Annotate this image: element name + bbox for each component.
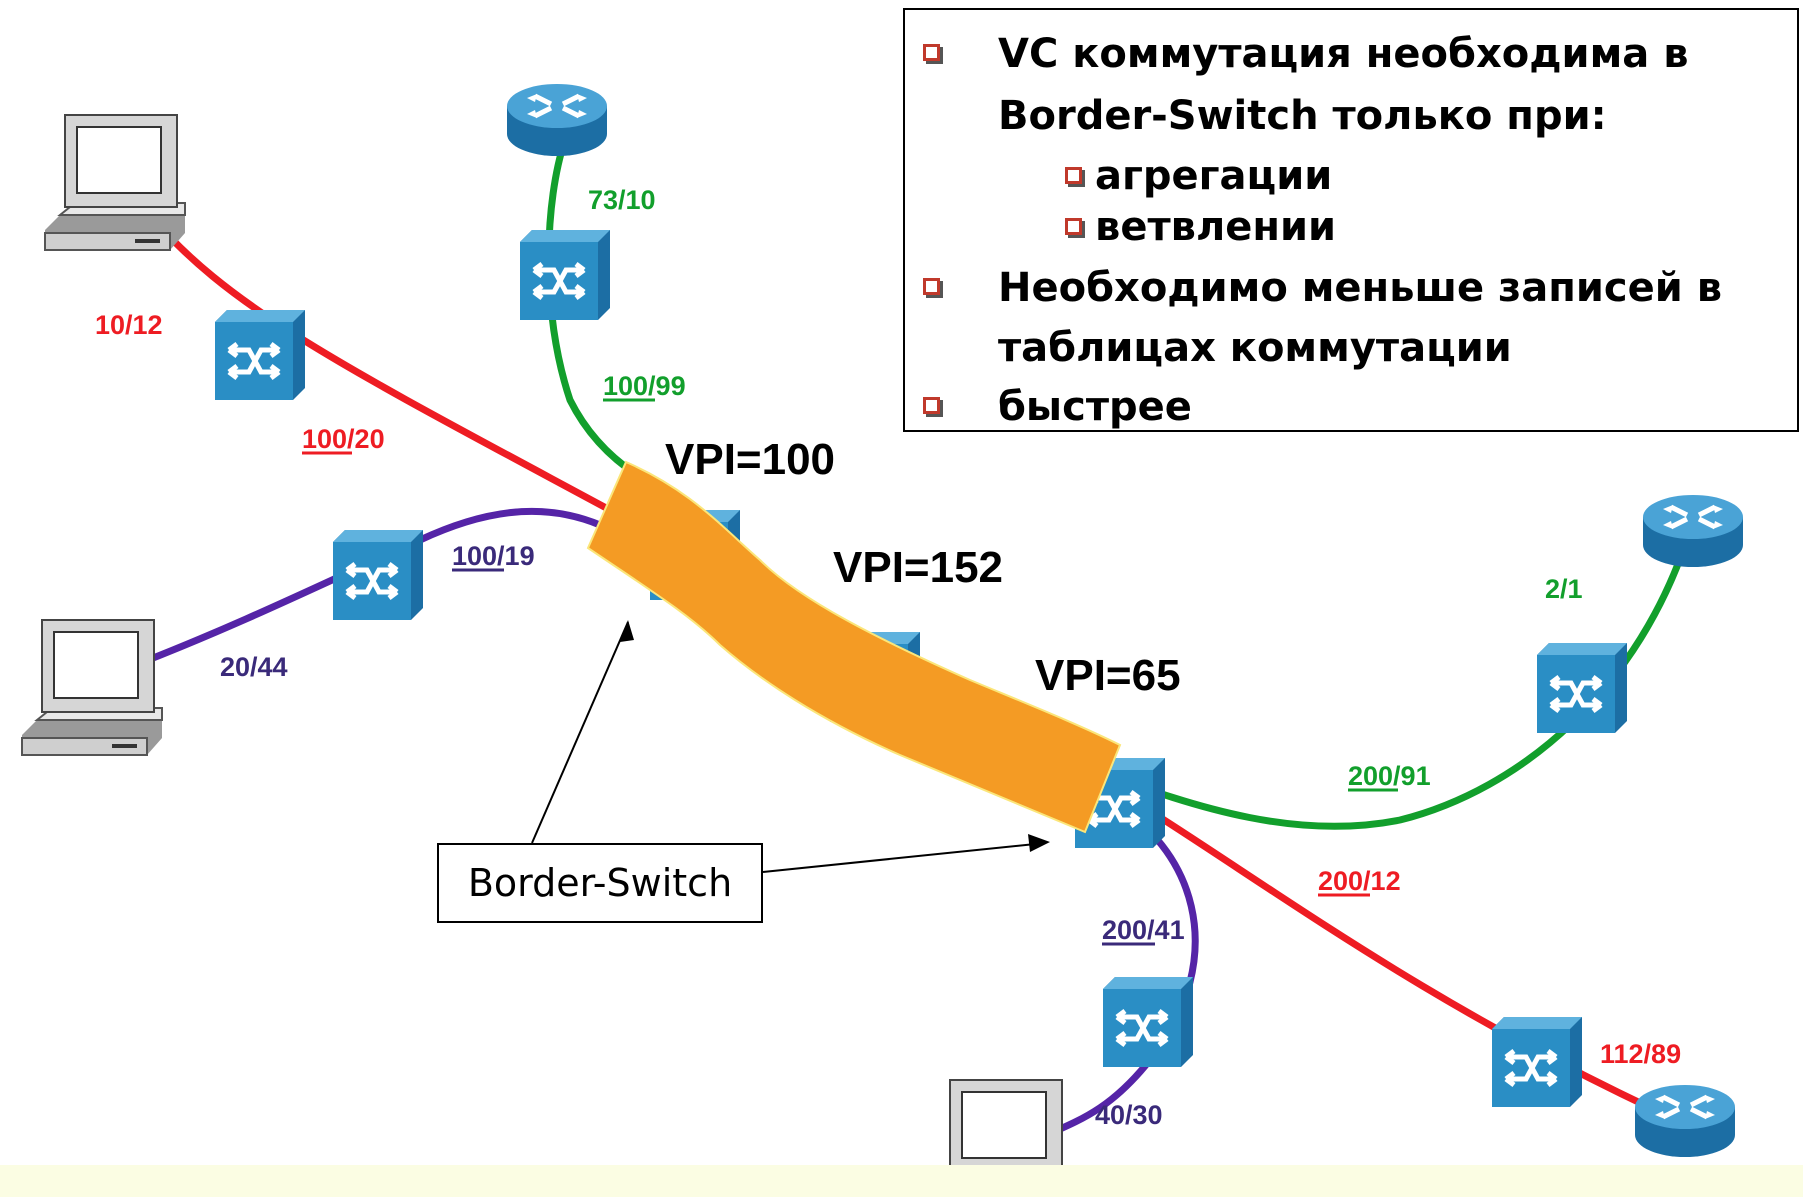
note-subitem: агрегации	[1095, 153, 1333, 199]
atm-switch-icon	[215, 310, 305, 400]
bullet-icon	[1065, 167, 1082, 184]
label-green-top: 73/10	[588, 185, 656, 215]
green-link-top	[545, 138, 647, 484]
bullet-icon	[1065, 218, 1082, 235]
atm-switch-icon	[1103, 977, 1193, 1067]
note-line: быстрее	[998, 384, 1192, 430]
computer-icon	[21, 619, 163, 756]
note-line: таблицах коммутации	[998, 325, 1512, 371]
label-purple-from-border: 200/41	[1102, 915, 1185, 945]
atm-switch-icon	[1492, 1017, 1582, 1107]
label-purple-bottom-access: 40/30	[1095, 1100, 1163, 1130]
router-icon	[1643, 495, 1743, 567]
vp-bundle	[586, 460, 1122, 834]
red-link-left	[147, 212, 612, 514]
label-red-right-access: 112/89	[1600, 1039, 1681, 1069]
label-red-from-border: 200/12	[1318, 866, 1401, 896]
label-purple-access: 20/44	[220, 652, 288, 682]
callout-arrow-right	[762, 842, 1046, 873]
label-green-right-access: 2/1	[1545, 574, 1583, 604]
note-subitem: ветвлении	[1095, 204, 1337, 250]
atm-switch-icon	[333, 530, 423, 620]
label-red-to-border: 100/20	[302, 424, 385, 454]
callout-arrow-left	[531, 621, 629, 844]
label-green-from-border: 200/91	[1348, 761, 1431, 791]
vpi-65-label: VPI=65	[1035, 651, 1181, 700]
label-purple-to-border: 100/19	[452, 541, 535, 571]
border-switch-callout: Border-Switch	[437, 843, 763, 923]
bullet-icon	[923, 278, 940, 295]
note-line: Border-Switch только при:	[998, 93, 1607, 139]
atm-switch-icon	[520, 230, 610, 320]
vpi-152-label: VPI=152	[833, 543, 1003, 592]
note-line: VC коммутация необходима в	[998, 31, 1689, 77]
note-box: VC коммутация необходима в Border-Switch…	[903, 8, 1799, 432]
atm-switch-icon	[1537, 643, 1627, 733]
router-icon	[1635, 1085, 1735, 1157]
footer-band	[0, 1165, 1803, 1197]
note-line: Необходимо меньше записей в	[998, 265, 1723, 311]
label-green-to-border: 100/99	[603, 371, 686, 401]
bullet-icon	[923, 44, 940, 61]
computer-icon	[44, 114, 186, 251]
router-icon	[507, 84, 607, 156]
label-red-access: 10/12	[95, 310, 163, 340]
bullet-icon	[923, 397, 940, 414]
green-link-right	[1093, 528, 1694, 830]
vpi-100-label: VPI=100	[665, 435, 835, 484]
